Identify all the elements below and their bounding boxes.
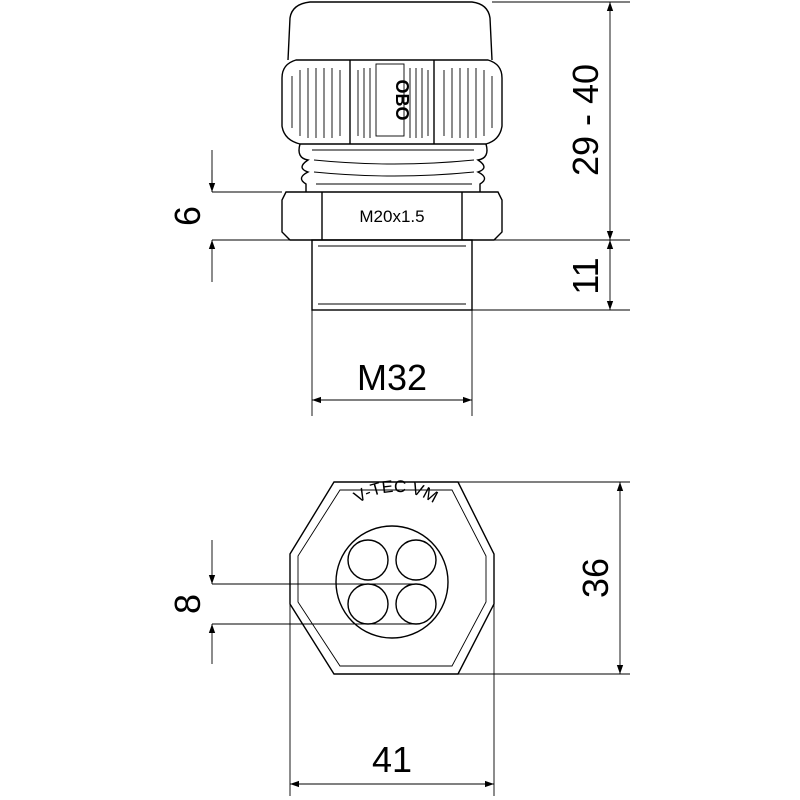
wrench-flats: M20x1.5 [281,191,503,241]
product-label: V-TEC VM [351,477,441,507]
dim-thread-size: M32 [312,357,472,404]
dim-across-flats: 36 [575,482,624,674]
thread-section [298,143,488,192]
cable-hole [347,583,389,625]
dim-hole-diameter-value: 8 [167,594,208,614]
seal-insert [335,525,449,639]
side-view: OBO M20x1.5 [167,1,630,416]
dim-wrench-height: 6 [167,150,216,282]
dim-total-height: 29 - 40 [565,2,614,240]
cable-hole [395,583,437,625]
dim-thread-size-value: M32 [357,357,427,398]
dim-across-corners: 41 [290,739,494,788]
knurled-nut: OBO [281,59,503,145]
connection-thread [311,239,473,311]
dim-across-corners-value: 41 [372,739,412,780]
dim-thread-length-value: 11 [565,257,606,294]
cable-hole [395,539,437,581]
thread-label: M20x1.5 [359,207,424,226]
cable-hole [347,539,389,581]
dim-thread-length: 11 [565,240,614,310]
top-view: V-TEC VM 36 8 41 [167,477,630,796]
dim-wrench-height-value: 6 [167,206,208,226]
dim-hole-diameter: 8 [167,540,216,664]
cap-dome [287,1,493,61]
brand-logo: OBO [392,79,412,120]
dim-across-flats-value: 36 [575,558,616,598]
dim-total-height-value: 29 - 40 [565,64,606,176]
